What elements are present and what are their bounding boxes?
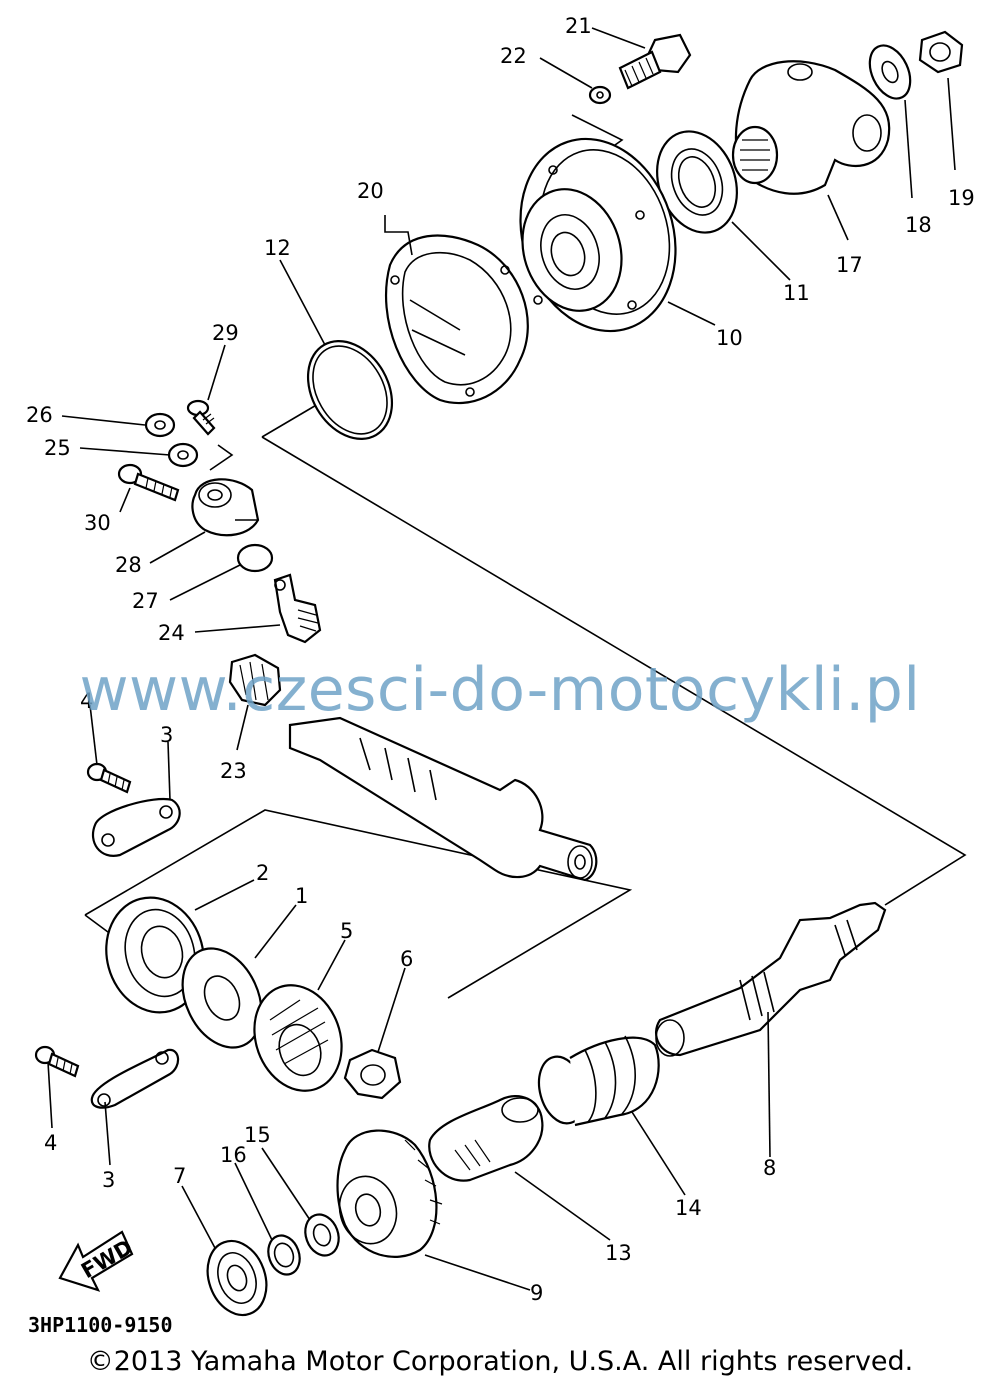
- part-20-gasket: [385, 234, 529, 405]
- callout-3-lower: 3: [102, 1168, 115, 1192]
- callout-29: 29: [212, 321, 239, 345]
- part-11-oil-seal: [656, 130, 738, 234]
- callout-13: 13: [605, 1241, 632, 1265]
- callout-10: 10: [716, 326, 743, 350]
- part-18-washer: [868, 44, 912, 100]
- part-3-plate-lower: [90, 1048, 180, 1109]
- part-21-bolt: [618, 33, 692, 90]
- watermark-text: www.czesci-do-motocykli.pl: [79, 655, 921, 725]
- part-13-dog-clutch: [428, 1095, 544, 1182]
- part-8-shaft: [654, 901, 887, 1057]
- callout-27: 27: [132, 589, 159, 613]
- assembly-bracket-lines: [84, 114, 967, 999]
- callout-4-upper: 4: [80, 689, 93, 713]
- part-4-screw-upper: [86, 762, 132, 794]
- fwd-arrow-icon: FWD: [58, 1230, 137, 1292]
- part-4-screw-lower: [34, 1045, 80, 1078]
- part-29-screw: [186, 399, 216, 436]
- callout-30: 30: [84, 511, 111, 535]
- copyright-notice: ©2013 Yamaha Motor Corporation, U.S.A. A…: [86, 1346, 914, 1377]
- callout-21: 21: [565, 14, 592, 38]
- callout-5: 5: [340, 919, 353, 943]
- callout-numbers: 21 22 19 18 17 11 10 20 12 29 26 25 30 2…: [26, 14, 975, 1305]
- callout-11: 11: [783, 281, 810, 305]
- part-9-ring-gear: [336, 1129, 443, 1258]
- part-25-washer: [167, 442, 199, 468]
- part-15-shim: [304, 1213, 340, 1257]
- callout-12: 12: [264, 236, 291, 260]
- part-22-washer: [588, 85, 612, 105]
- callout-19: 19: [948, 186, 975, 210]
- part-7-bearing: [206, 1239, 268, 1317]
- callout-16: 16: [220, 1143, 247, 1167]
- part-27-o-ring: [236, 543, 274, 573]
- diagram-code: 3HP1100-9150: [28, 1313, 173, 1337]
- callout-20: 20: [357, 179, 384, 203]
- callout-24: 24: [158, 621, 185, 645]
- part-6-nut: [343, 1048, 402, 1100]
- callout-1: 1: [295, 884, 308, 908]
- part-1-shim: [181, 947, 263, 1049]
- part-5-pinion-gear: [253, 984, 343, 1092]
- part-24-gear: [273, 573, 322, 644]
- callout-26: 26: [26, 403, 53, 427]
- part-30-bolt: [117, 463, 180, 502]
- part-28-sensor-housing: [191, 478, 260, 537]
- callout-4-lower: 4: [44, 1131, 57, 1155]
- part-2-bearing: [105, 896, 205, 1014]
- leader-lines: [47, 27, 956, 1291]
- callout-25: 25: [44, 436, 71, 460]
- part-19-nut: [918, 30, 964, 74]
- part-16-circlip: [267, 1234, 301, 1276]
- part-23-gear: [228, 653, 282, 707]
- callout-23: 23: [220, 759, 247, 783]
- part-12-o-ring: [306, 340, 394, 440]
- callout-9: 9: [530, 1281, 543, 1305]
- callout-15: 15: [244, 1123, 271, 1147]
- callout-6: 6: [400, 947, 413, 971]
- callout-18: 18: [905, 213, 932, 237]
- callout-2: 2: [256, 861, 269, 885]
- callout-22: 22: [500, 44, 527, 68]
- part-17-yoke: [731, 60, 891, 195]
- part-3-plate-upper: [92, 797, 181, 857]
- part-14-spring: [537, 1035, 660, 1127]
- part-10-bearing-housing: [519, 137, 677, 333]
- callout-14: 14: [675, 1196, 702, 1220]
- callout-3-upper: 3: [160, 723, 173, 747]
- part-26-nut: [144, 412, 176, 438]
- callout-8: 8: [763, 1156, 776, 1180]
- callout-17: 17: [836, 253, 863, 277]
- callout-28: 28: [115, 553, 142, 577]
- callout-7: 7: [173, 1164, 186, 1188]
- part-shaft-assembly: [288, 716, 598, 882]
